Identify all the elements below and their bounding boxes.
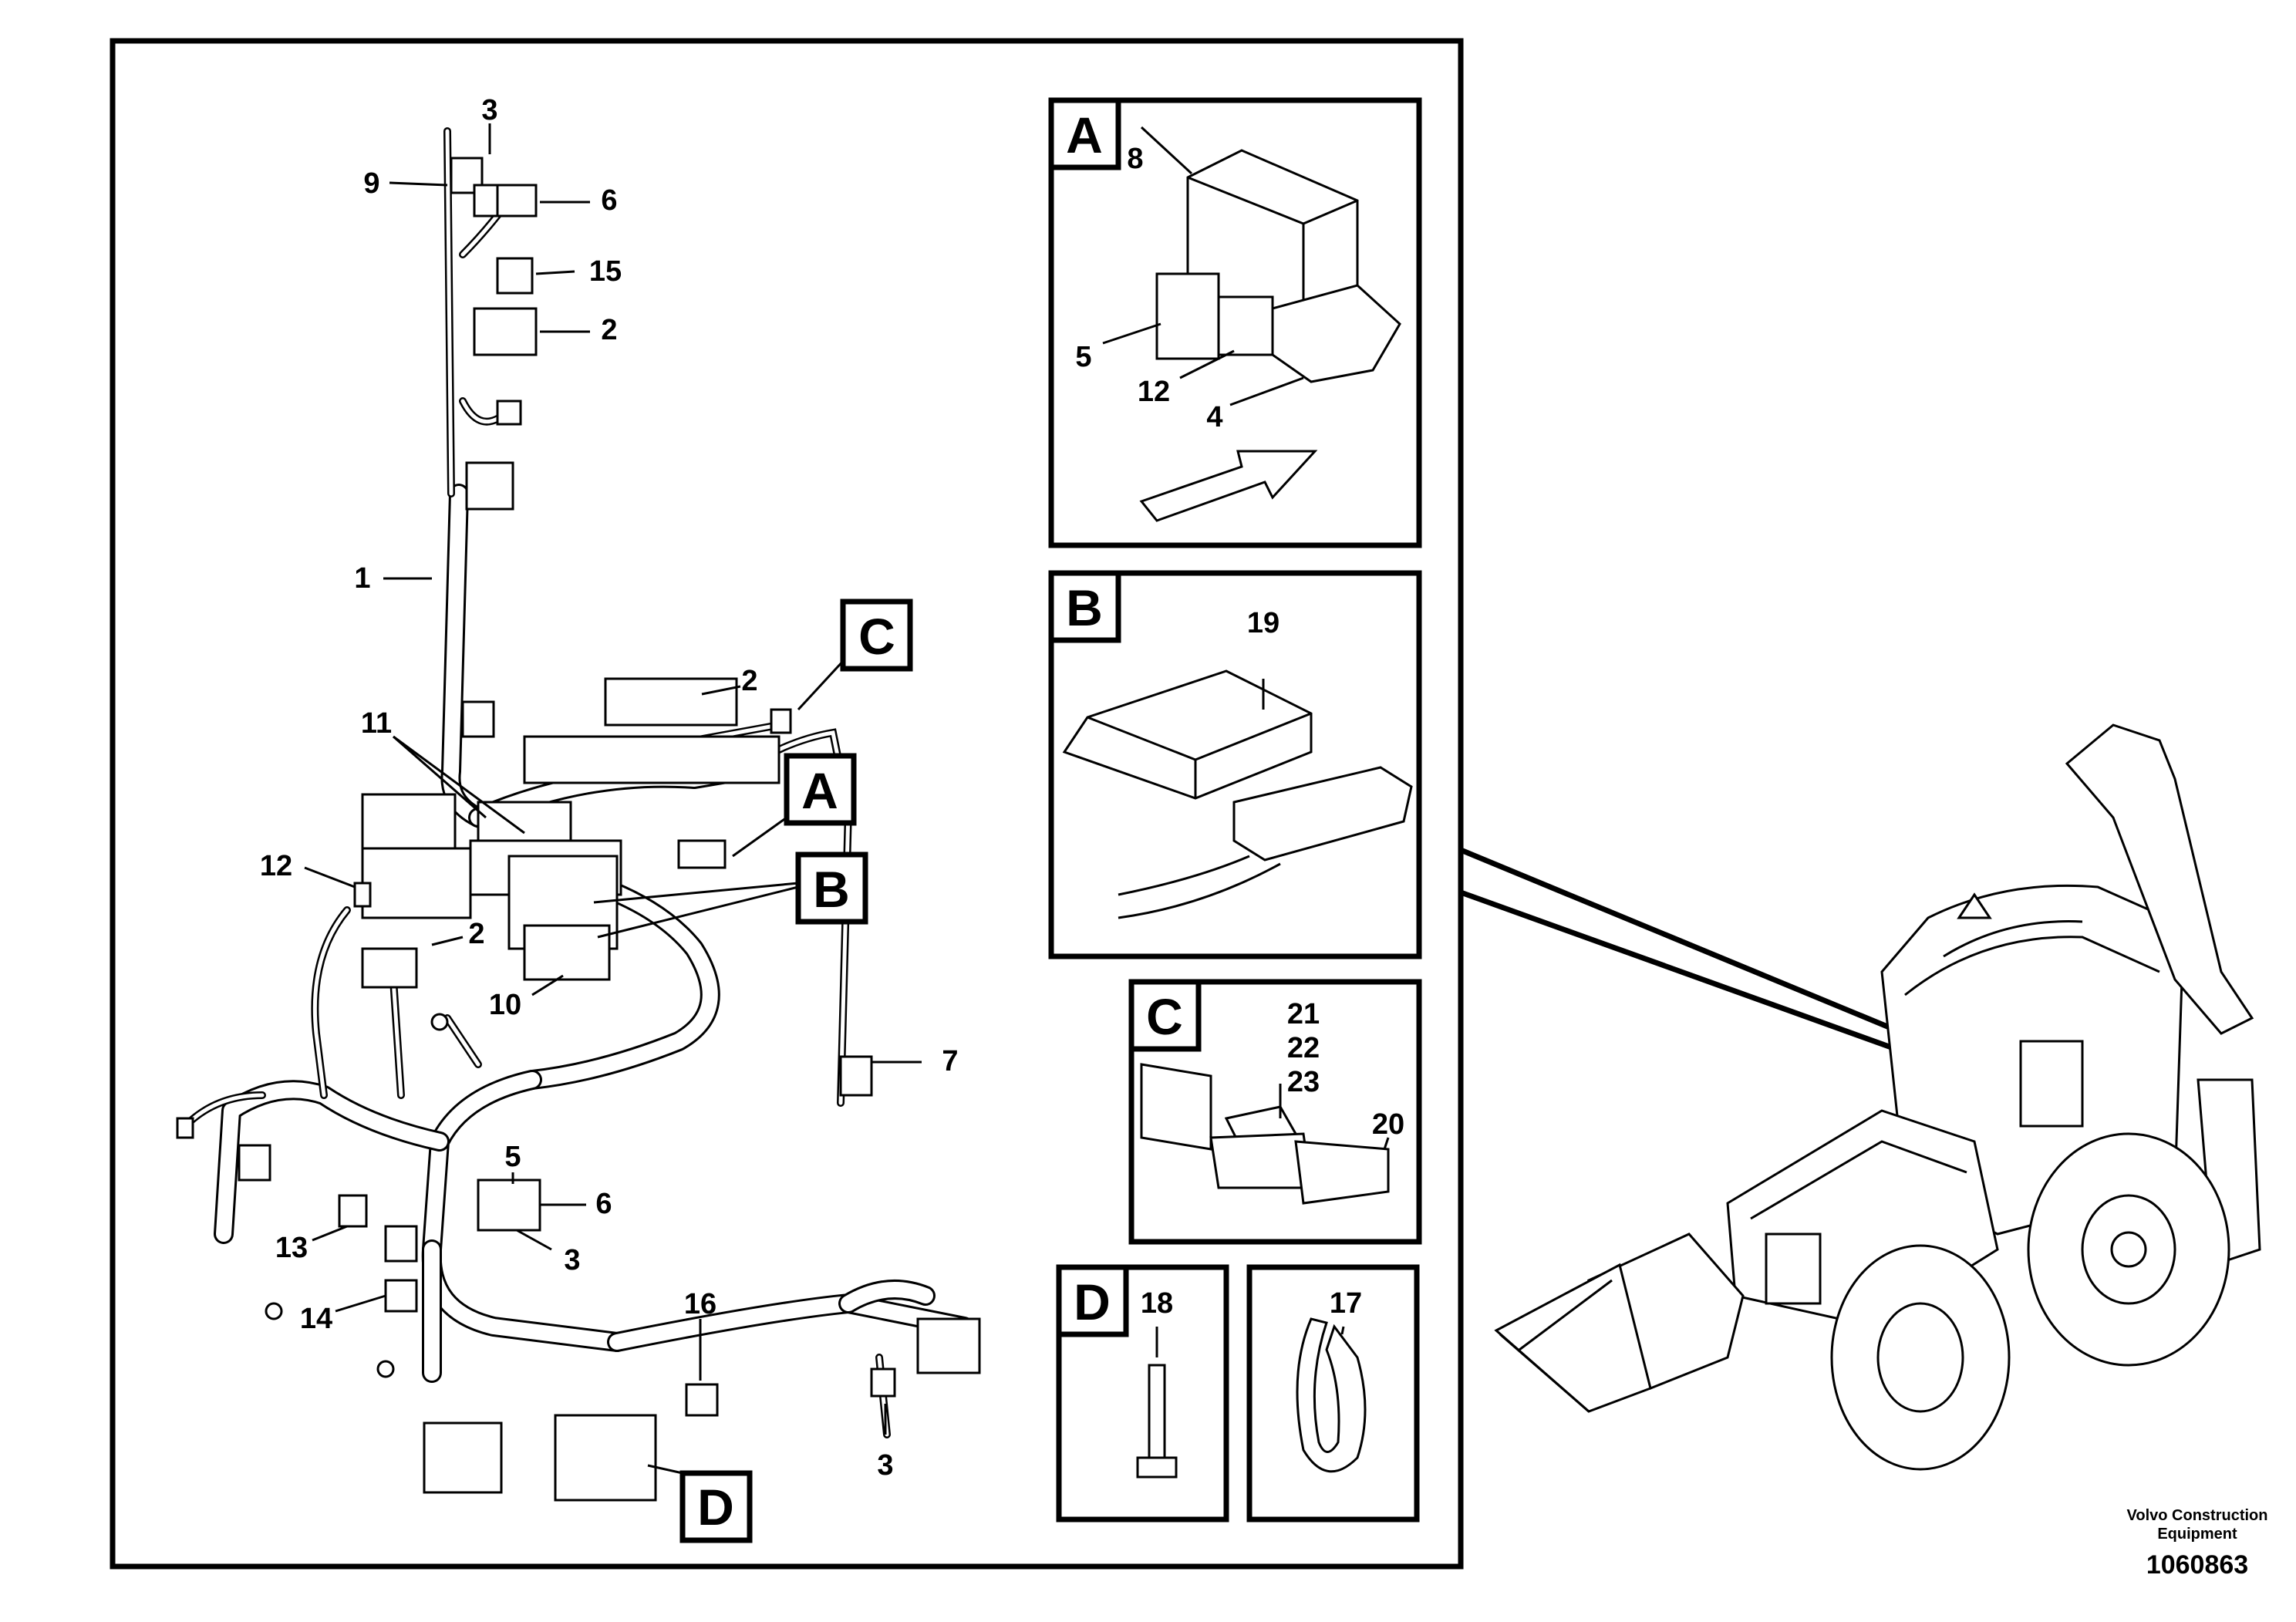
callout-2-top: 2 (601, 314, 617, 346)
marker-A-main (784, 753, 857, 826)
callout-20: 20 (1372, 1108, 1404, 1141)
svg-text:A: A (801, 762, 838, 819)
zoom-leader-bottom (1459, 889, 1934, 1065)
callout-4: 4 (1206, 401, 1222, 433)
callout-12-main: 12 (260, 850, 292, 882)
callout-22: 22 (1287, 1032, 1320, 1064)
callout-8: 8 (1127, 143, 1143, 175)
detail-B-label: B (1066, 579, 1103, 636)
detail-D-panel: D 18 (1056, 1264, 1229, 1523)
drawing-number: 1060863 (2146, 1550, 2249, 1580)
marker-B-main (795, 851, 868, 925)
detail-A-panel: A 8 5 12 4 (1048, 97, 1422, 548)
detail-D-label: D (1074, 1273, 1111, 1330)
callout-10: 10 (489, 989, 521, 1021)
callout-6-top: 6 (601, 184, 617, 217)
main-detail-markers: C A B D (593, 599, 913, 1543)
callout-3-bottom: 3 (877, 1449, 893, 1482)
zoom-leader-top (1459, 847, 1937, 1050)
callout-21: 21 (1287, 998, 1320, 1030)
detail-B-panel: B 19 (1048, 570, 1422, 959)
svg-text:C: C (858, 608, 895, 665)
callout-16: 16 (684, 1288, 716, 1320)
callout-19: 19 (1247, 607, 1279, 639)
detail-A-label: A (1066, 106, 1103, 164)
cable-tie-icon (1296, 1317, 1367, 1473)
callout-7: 7 (942, 1045, 958, 1077)
screw-icon (1148, 1364, 1166, 1459)
callout-14: 14 (300, 1303, 332, 1335)
callout-15: 15 (589, 255, 622, 288)
publisher-credit: Volvo Construction Equipment (2126, 1507, 2268, 1543)
direction-arrow-icon (1139, 450, 1318, 522)
callout-5-main: 5 (504, 1141, 521, 1173)
harness-connectors (176, 157, 981, 1502)
callout-2-low: 2 (468, 918, 484, 950)
callout-5-detail: 5 (1075, 341, 1091, 373)
detail-cable-tie-panel: 17 (1246, 1264, 1420, 1523)
callout-3-low: 3 (564, 1244, 580, 1276)
callout-3-top: 3 (481, 94, 497, 126)
main-callouts: 3 9 6 15 2 1 2 11 12 2 10 7 5 6 3 13 14 … (260, 94, 959, 1482)
callout-23: 23 (1287, 1066, 1320, 1098)
callout-1: 1 (354, 562, 370, 595)
detail-C-panel: C 21 22 23 20 (1128, 979, 1422, 1245)
callout-2-mid: 2 (741, 665, 757, 697)
callout-18: 18 (1141, 1287, 1173, 1320)
marker-C-main (840, 599, 913, 672)
callout-9: 9 (363, 167, 379, 200)
callout-17: 17 (1330, 1287, 1362, 1320)
callout-11: 11 (361, 707, 392, 740)
detail-C-label: C (1146, 988, 1183, 1045)
callout-6-low: 6 (595, 1188, 612, 1220)
backhoe-loader-illustration (1494, 723, 2261, 1471)
callout-12-detail: 12 (1138, 376, 1170, 408)
svg-text:D: D (697, 1479, 734, 1536)
callout-13: 13 (275, 1232, 308, 1264)
svg-text:B: B (813, 861, 850, 918)
marker-D-main (679, 1470, 753, 1543)
